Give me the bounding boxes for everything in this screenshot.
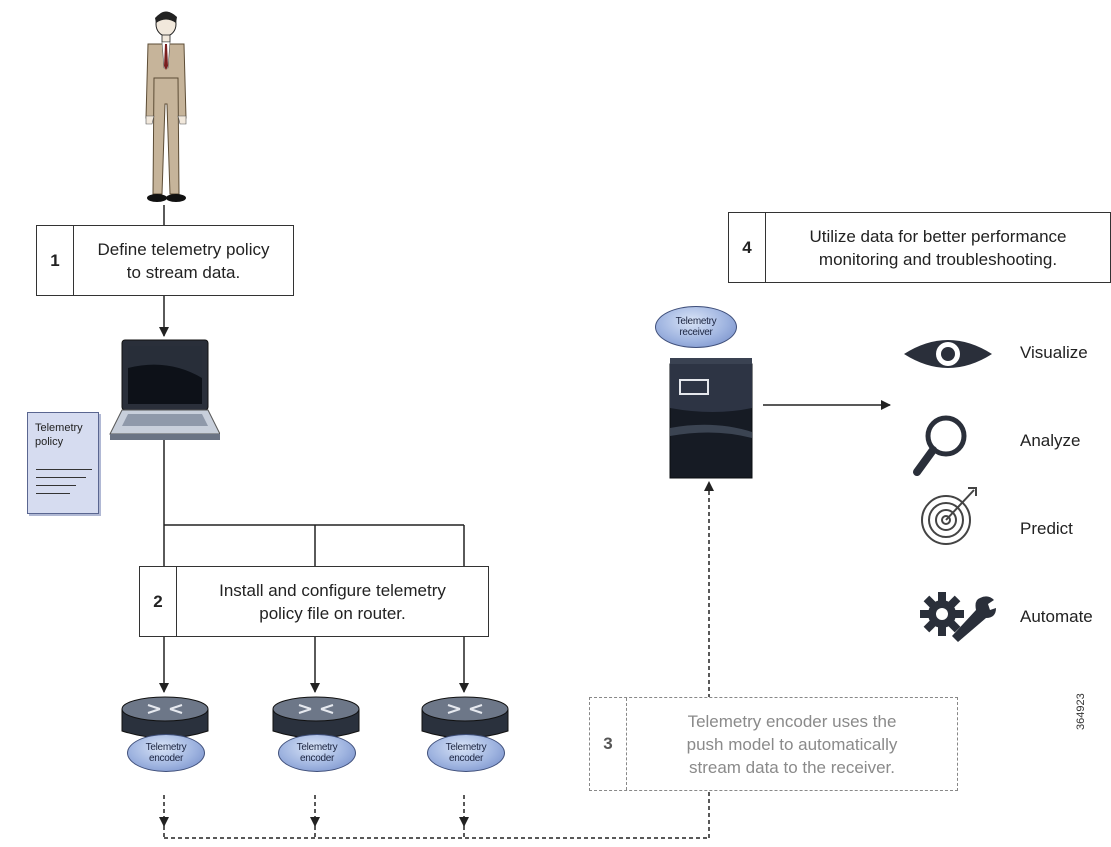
policy-document-title: Telemetry policy (35, 422, 83, 448)
telemetry-policy-document: Telemetry policy (27, 412, 99, 514)
automate-label: Automate (1020, 607, 1093, 626)
gear-wrench-icon (920, 592, 996, 642)
router-1-encoder-badge: Telemetry encoder (127, 734, 205, 772)
router-icon (272, 696, 360, 739)
step-3-text: Telemetry encoder uses the push model to… (686, 711, 898, 777)
figure-id: 364923 (1075, 693, 1087, 730)
server-icon (669, 358, 753, 479)
operator-person-icon (145, 11, 187, 202)
step-4-text: Utilize data for better performance moni… (809, 226, 1067, 269)
eye-icon (904, 340, 992, 368)
predict-label: Predict (1020, 519, 1073, 538)
telemetry-receiver-badge: Telemetry receiver (655, 306, 737, 348)
step-3-box: 3 Telemetry encoder uses the push model … (589, 697, 958, 791)
step-2-number: 2 (140, 567, 177, 636)
analyze-label: Analyze (1020, 431, 1081, 450)
step-4-number: 4 (729, 213, 766, 282)
router-icon (421, 696, 509, 739)
step-3-number: 3 (590, 698, 627, 790)
router-2-encoder-badge: Telemetry encoder (278, 734, 356, 772)
step-1-box: 1 Define telemetry policy to stream data… (36, 225, 294, 296)
target-icon (921, 487, 977, 545)
router-3-encoder-badge: Telemetry encoder (427, 734, 505, 772)
step-2-text: Install and configure telemetry policy f… (219, 580, 446, 623)
magnifier-icon (913, 415, 967, 476)
visualize-label: Visualize (1020, 343, 1088, 362)
router-icon (121, 696, 209, 739)
step-1-text: Define telemetry policy to stream data. (97, 239, 270, 282)
step-1-number: 1 (37, 226, 74, 295)
laptop-icon (109, 339, 220, 440)
step-4-box: 4 Utilize data for better performance mo… (728, 212, 1111, 283)
step-2-box: 2 Install and configure telemetry policy… (139, 566, 489, 637)
